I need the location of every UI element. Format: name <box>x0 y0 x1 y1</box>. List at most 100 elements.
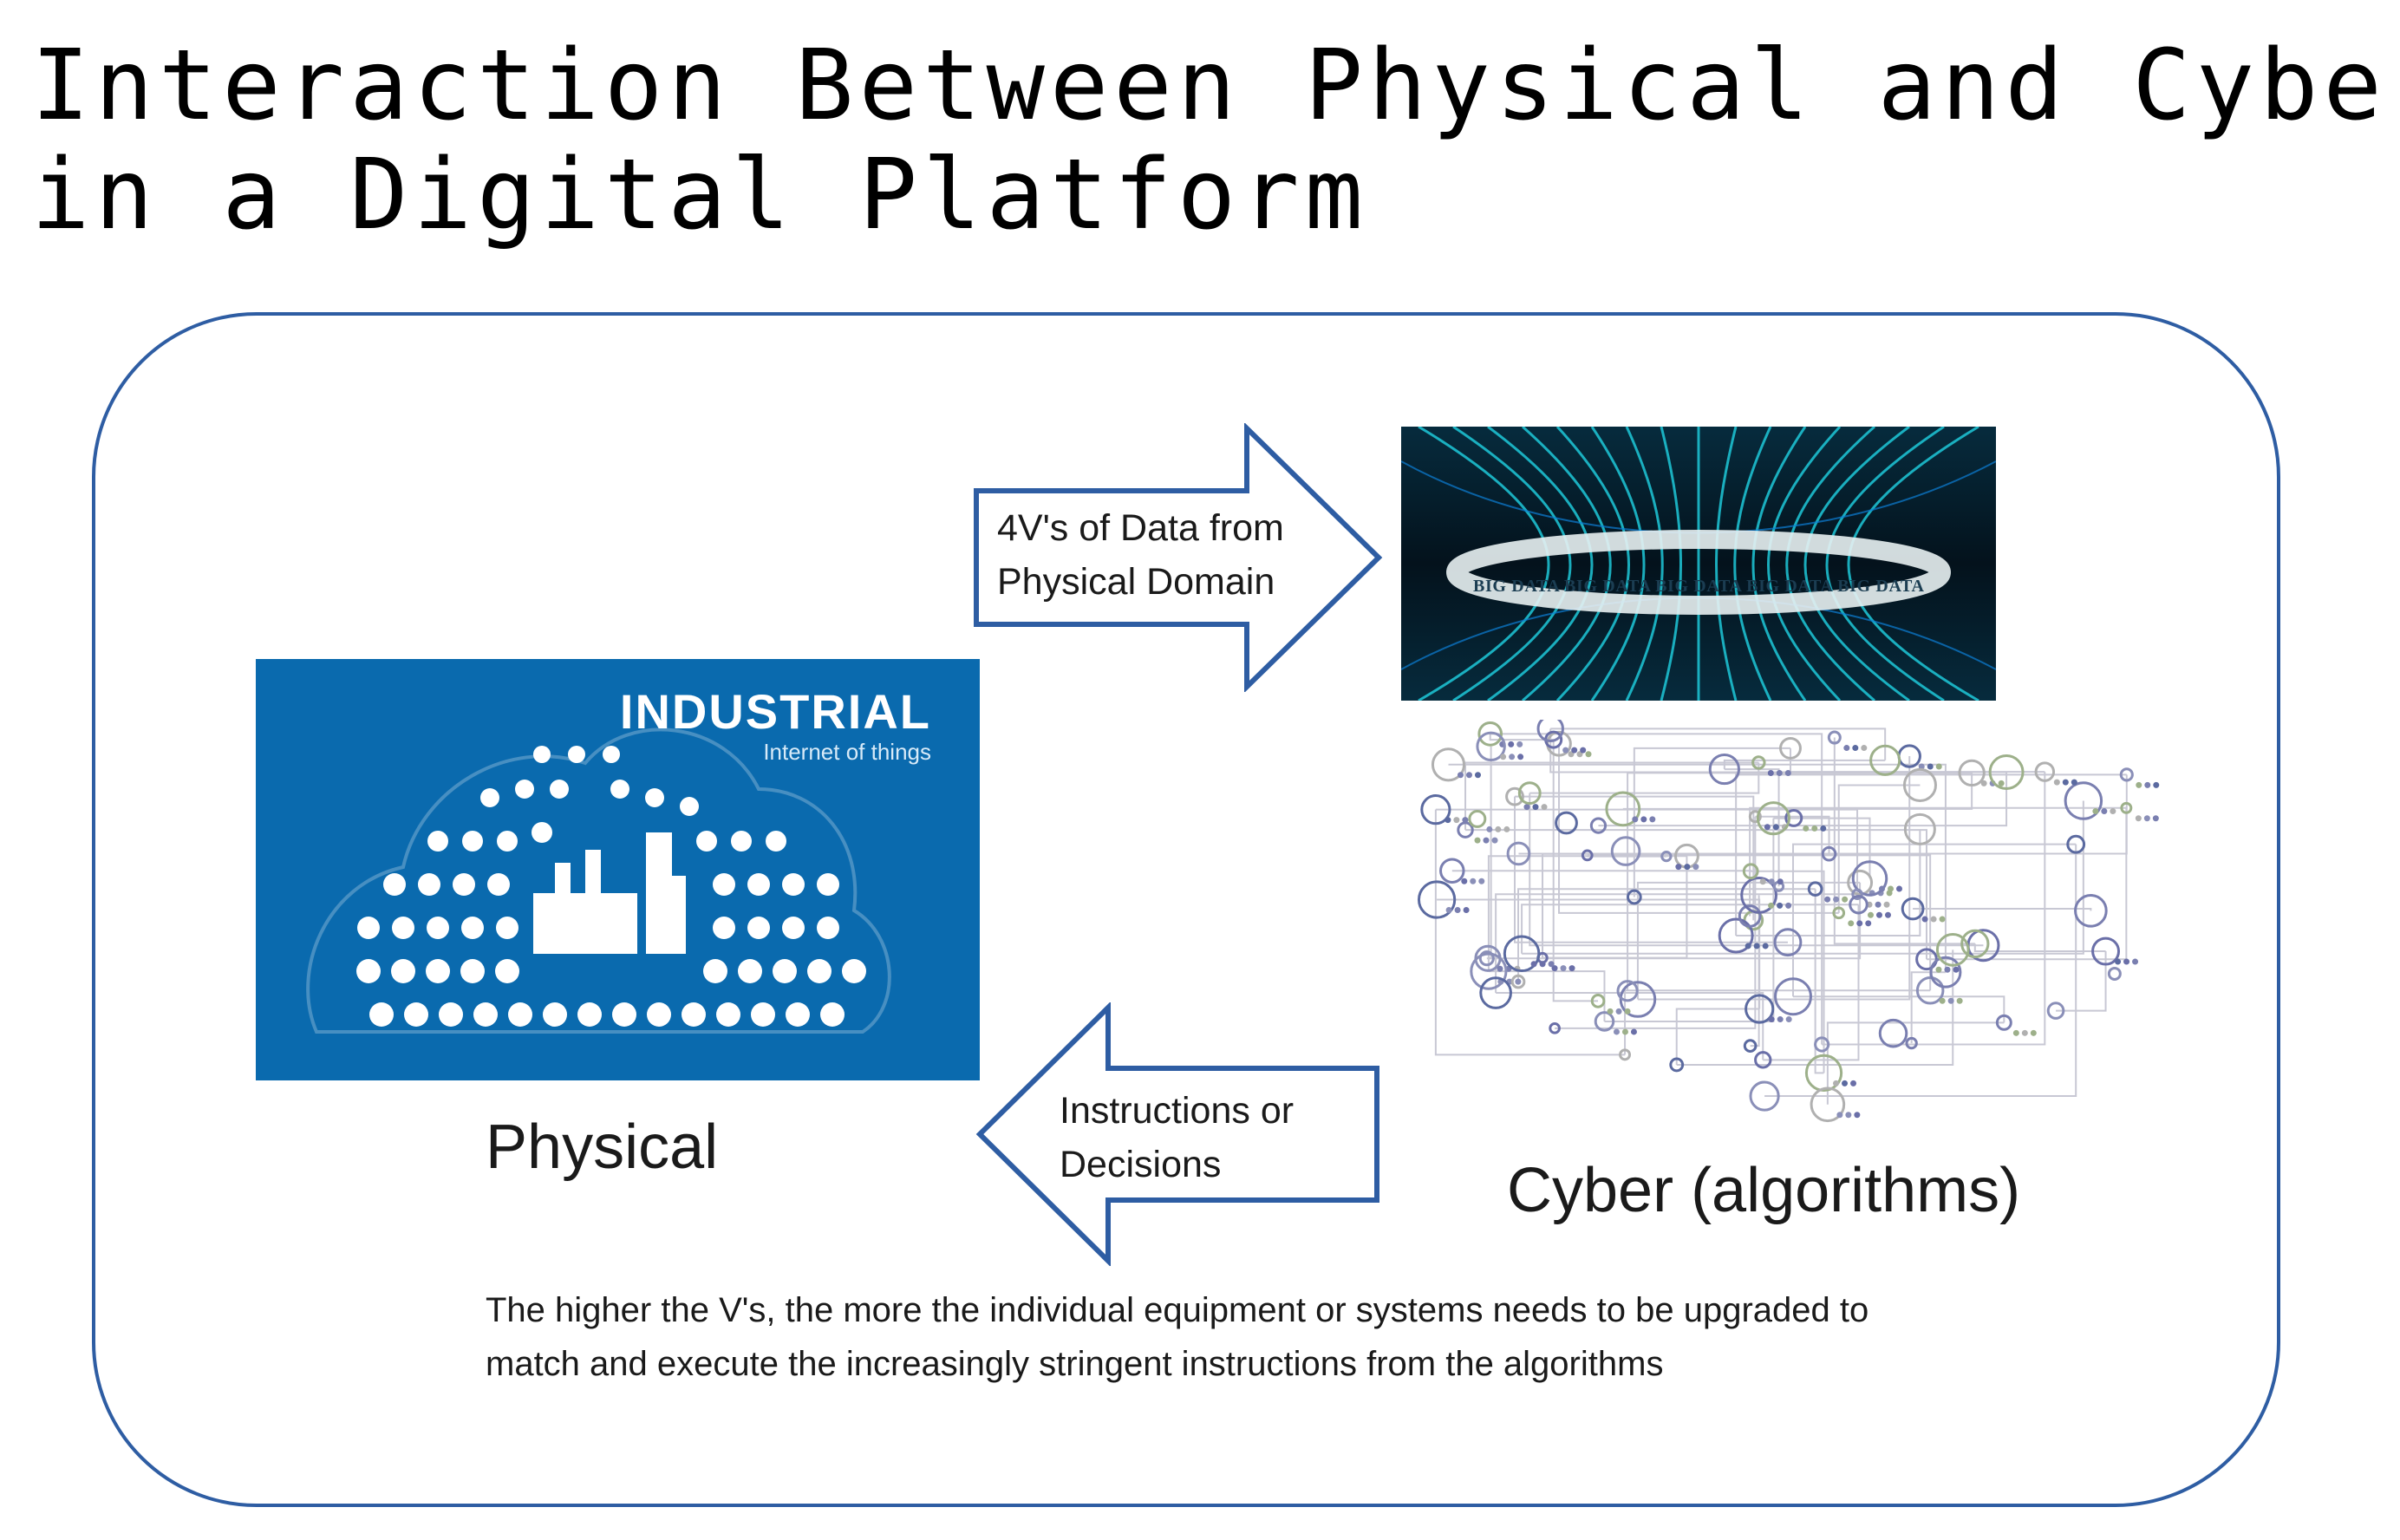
network-link <box>1723 759 1886 770</box>
network-node <box>2091 936 2121 966</box>
network-node <box>1417 880 1457 919</box>
network-dot <box>1495 825 1502 832</box>
network-dot <box>1833 896 1840 903</box>
network-link <box>2056 951 2107 1012</box>
network-node <box>1832 906 1846 920</box>
network-dot <box>1768 878 1775 885</box>
network-link <box>1549 728 2007 773</box>
network-dot <box>1551 965 1558 972</box>
network-link <box>1435 808 1859 895</box>
network-node <box>1878 1018 1908 1048</box>
network-dot <box>2152 815 2159 822</box>
network-dot <box>1508 741 1515 747</box>
network-link <box>1598 772 2008 827</box>
network-dot <box>1523 804 1530 811</box>
network-dot <box>1944 966 1951 973</box>
network-link <box>1550 728 1887 760</box>
network-link <box>1490 733 1823 1045</box>
network-link <box>1675 1008 1760 1065</box>
network-dot <box>1865 920 1872 927</box>
network-dot <box>1764 824 1771 831</box>
network-dot <box>1980 780 1987 786</box>
network-node <box>1851 888 1863 900</box>
network-dot <box>1640 816 1647 823</box>
network-link <box>1833 737 1975 945</box>
industrial-iot-image: INDUSTRIAL Internet of things <box>256 659 980 1080</box>
network-dot <box>1842 1080 1849 1086</box>
network-dot <box>1483 837 1490 844</box>
network-node <box>1784 808 1803 827</box>
network-link <box>1489 734 1554 741</box>
network-dot <box>1517 754 1524 760</box>
network-dot <box>1630 1028 1637 1035</box>
network-node <box>1847 869 1874 896</box>
network-node <box>1988 754 2025 790</box>
network-dot <box>1811 825 1818 832</box>
network-dot <box>1453 817 1460 824</box>
footnote-line-2: match and execute the increasingly strin… <box>486 1345 1664 1383</box>
arrow-left-label-line-1: Instructions or <box>1060 1090 1295 1132</box>
network-node <box>1773 928 1803 957</box>
network-dot <box>1539 961 1546 968</box>
network-dot <box>2030 1029 2037 1036</box>
network-node <box>1756 801 1790 836</box>
network-dot <box>1956 997 1963 1004</box>
network-dot <box>1785 902 1792 909</box>
network-link <box>1764 844 2077 1098</box>
network-dot <box>1998 780 2005 786</box>
network-dot <box>1848 920 1855 927</box>
network-dot <box>1541 804 1548 811</box>
network-dot <box>2071 779 2077 786</box>
network-link <box>1814 889 1824 1074</box>
network-node <box>1960 929 1990 959</box>
network-dot <box>1856 920 1863 927</box>
network-dot <box>1918 763 1925 770</box>
network-dot <box>1500 754 1507 760</box>
network-dot <box>2012 1029 2019 1036</box>
network-node <box>1420 794 1451 825</box>
network-link <box>1495 893 1858 994</box>
network-dot <box>1875 901 1882 908</box>
network-node <box>1555 811 1578 835</box>
network-node <box>1958 759 1986 787</box>
network-dot <box>2144 781 2151 788</box>
network-dot <box>1772 824 1779 831</box>
network-dot <box>1939 916 1946 923</box>
network-node <box>2074 894 2108 928</box>
network-link <box>1755 815 1830 854</box>
network-dot <box>1887 885 1894 892</box>
network-node <box>2120 801 2133 814</box>
network-dot <box>1854 1112 1861 1119</box>
network-link <box>1552 740 1599 1002</box>
network-node <box>1745 994 1775 1024</box>
network-node <box>1751 755 1766 770</box>
network-dot <box>1461 878 1468 884</box>
network-dot <box>1585 751 1592 758</box>
network-node <box>2046 1002 2065 1020</box>
network-node <box>2119 767 2134 782</box>
network-dot <box>1777 1016 1784 1023</box>
network-node <box>1431 747 1466 782</box>
network-dot <box>2092 808 2099 815</box>
network-node <box>2066 834 2086 854</box>
network-dot <box>1935 763 1942 770</box>
network-dot <box>1768 1016 1775 1023</box>
network-link <box>1542 852 1829 958</box>
network-link <box>1793 995 2005 1023</box>
network-node <box>1506 841 1531 866</box>
network-dot <box>1530 961 1537 968</box>
network-link <box>1910 971 1946 1044</box>
network-node <box>1903 812 1936 845</box>
network-dot <box>1675 864 1682 871</box>
network-dot <box>1927 763 1934 770</box>
network-node <box>1589 817 1608 834</box>
network-node <box>1616 980 1639 1002</box>
network-dot <box>1850 1080 1857 1086</box>
network-dot <box>1562 747 1569 754</box>
network-link <box>1913 908 2092 911</box>
network-dot <box>1845 1112 1852 1119</box>
network-link <box>1488 970 1606 1021</box>
network-dot <box>2101 808 2108 815</box>
network-dot <box>1486 825 1493 832</box>
diagram-title: Interaction Between Physical and Cyber i… <box>31 31 2400 250</box>
